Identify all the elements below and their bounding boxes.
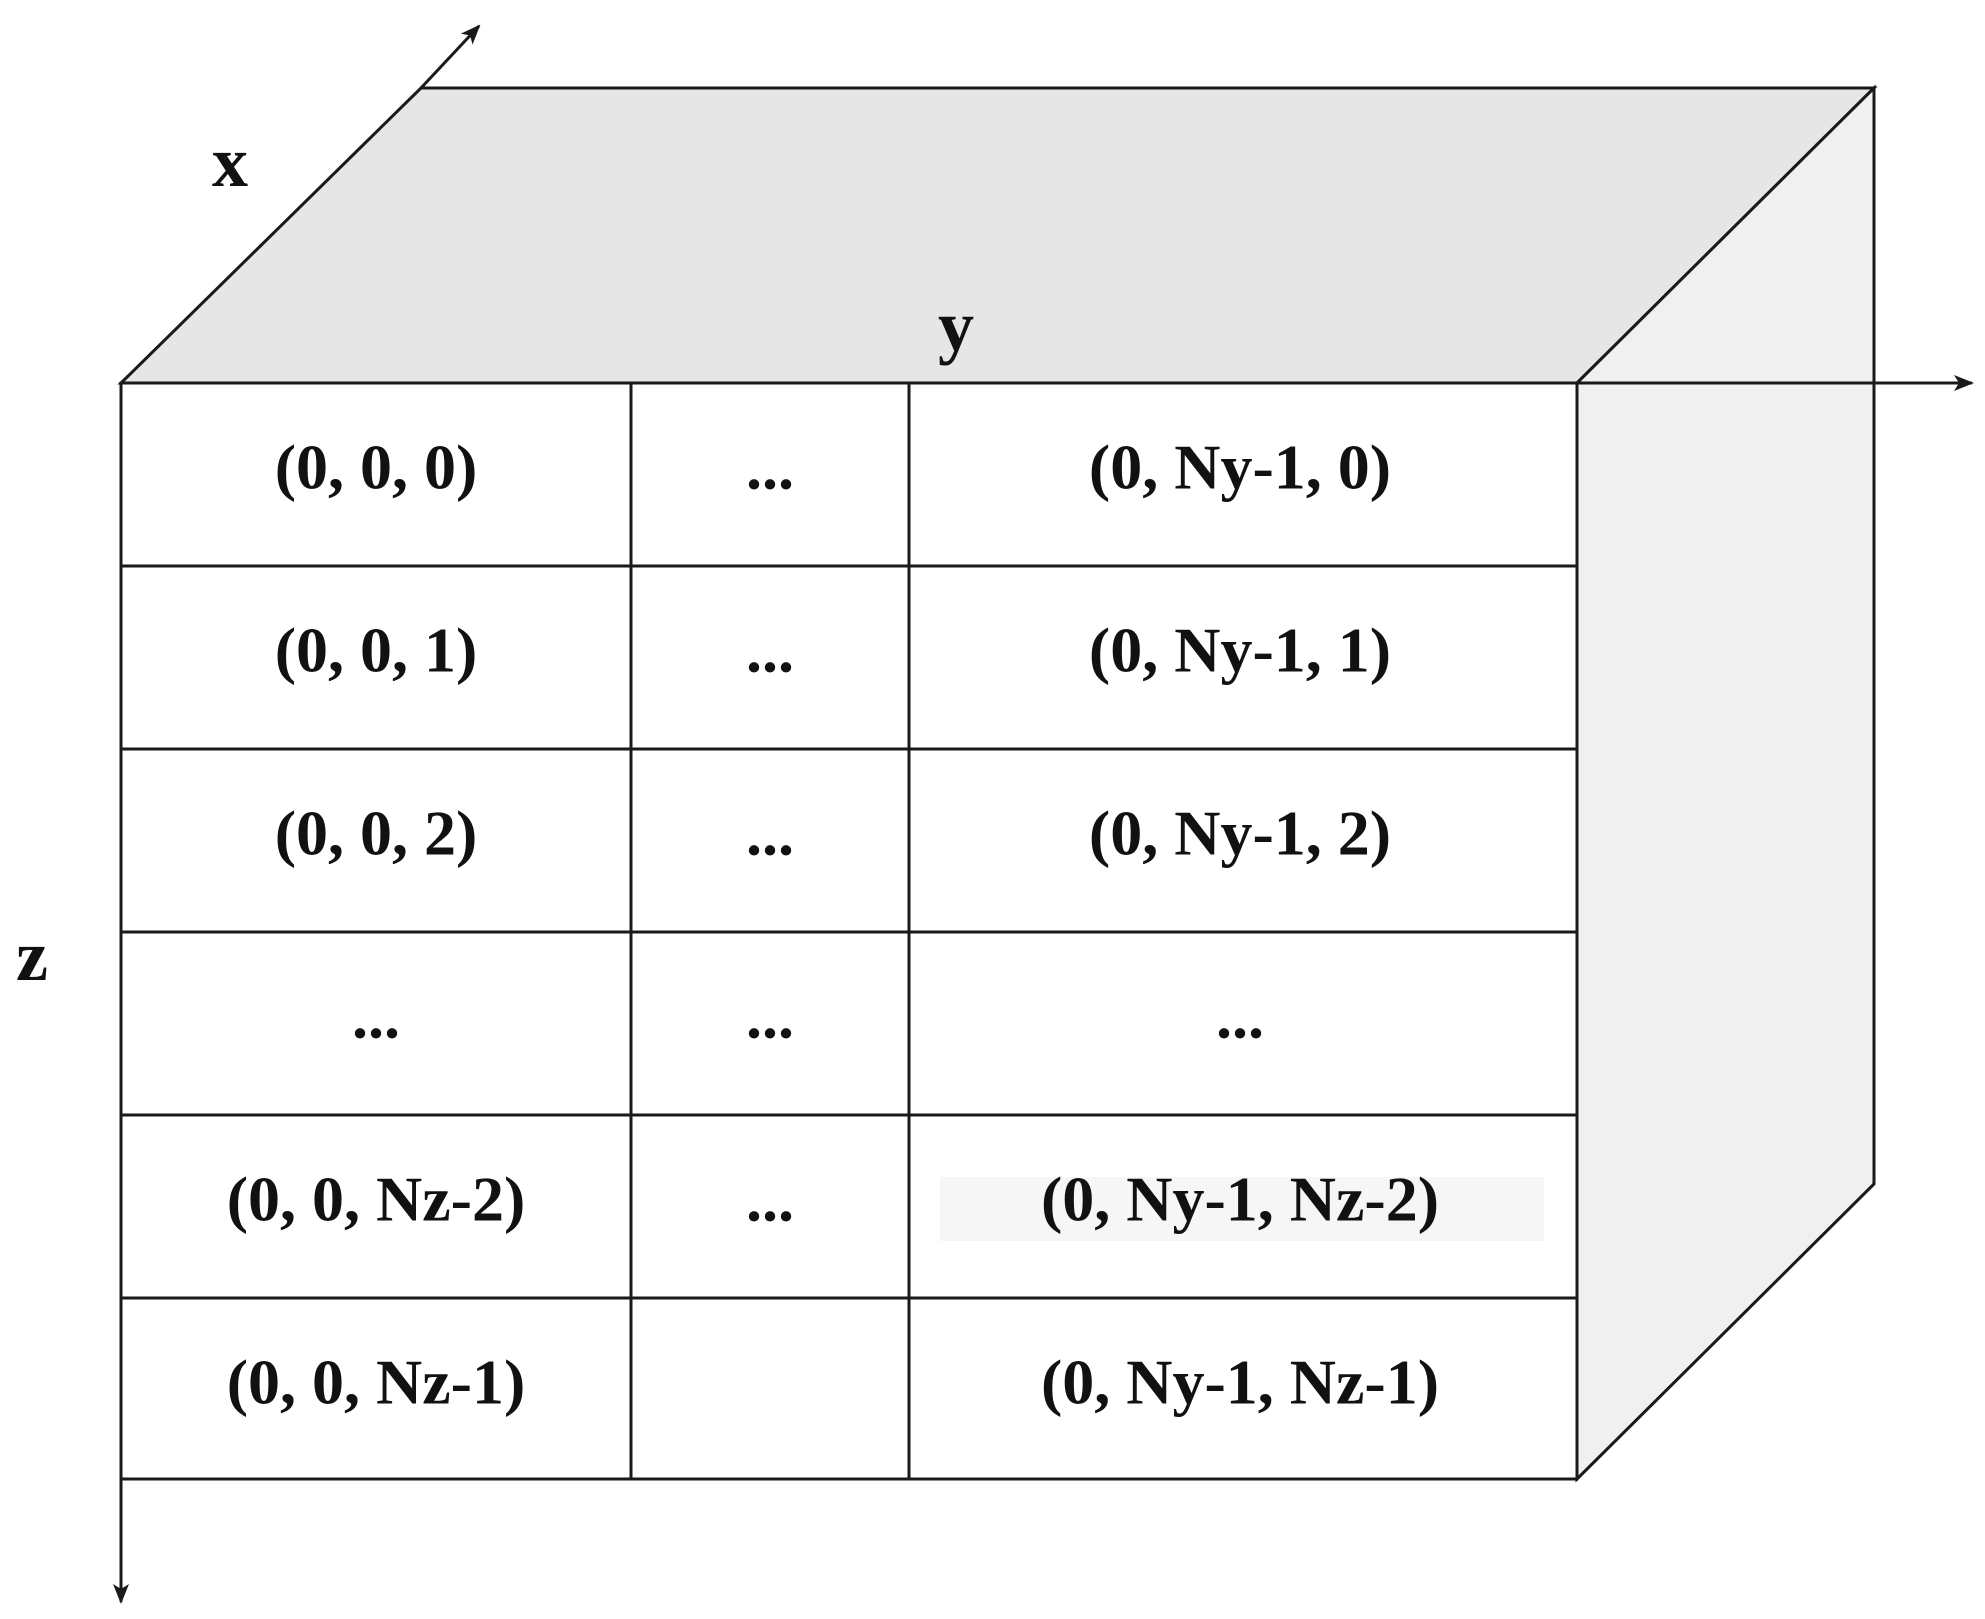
x-axis-label: x <box>212 122 248 202</box>
highlighted-cell-background <box>940 1177 1544 1241</box>
cell-r3-c2: ... <box>1216 981 1264 1052</box>
z-axis-label: z <box>16 916 48 996</box>
front-grid-lines <box>121 383 1577 1479</box>
cell-r4-c0: (0, 0, Nz-2) <box>227 1164 526 1235</box>
cell-r5-c2: (0, Ny-1, Nz-1) <box>1041 1347 1439 1418</box>
y-axis-label: y <box>938 286 974 366</box>
cube-top-face <box>117 86 1878 385</box>
cell-r1-c0: (0, 0, 1) <box>275 615 478 686</box>
cell-r5-c0: (0, 0, Nz-1) <box>227 1347 526 1418</box>
cell-r2-c0: (0, 0, 2) <box>275 798 478 869</box>
cell-r2-c1: ... <box>746 798 794 869</box>
cell-r1-c1: ... <box>746 615 794 686</box>
cell-r4-c2: (0, Ny-1, Nz-2) <box>1041 1164 1439 1235</box>
cell-r3-c0: ... <box>352 981 400 1052</box>
cell-r3-c1: ... <box>746 981 794 1052</box>
cell-r0-c0: (0, 0, 0) <box>275 432 478 503</box>
x-axis-arrow <box>419 24 481 90</box>
cell-r4-c1: ... <box>746 1164 794 1235</box>
cell-r2-c2: (0, Ny-1, 2) <box>1089 798 1391 869</box>
cell-r1-c2: (0, Ny-1, 1) <box>1089 615 1391 686</box>
cell-r0-c1: ... <box>746 432 794 503</box>
cell-r0-c2: (0, Ny-1, 0) <box>1089 432 1391 503</box>
